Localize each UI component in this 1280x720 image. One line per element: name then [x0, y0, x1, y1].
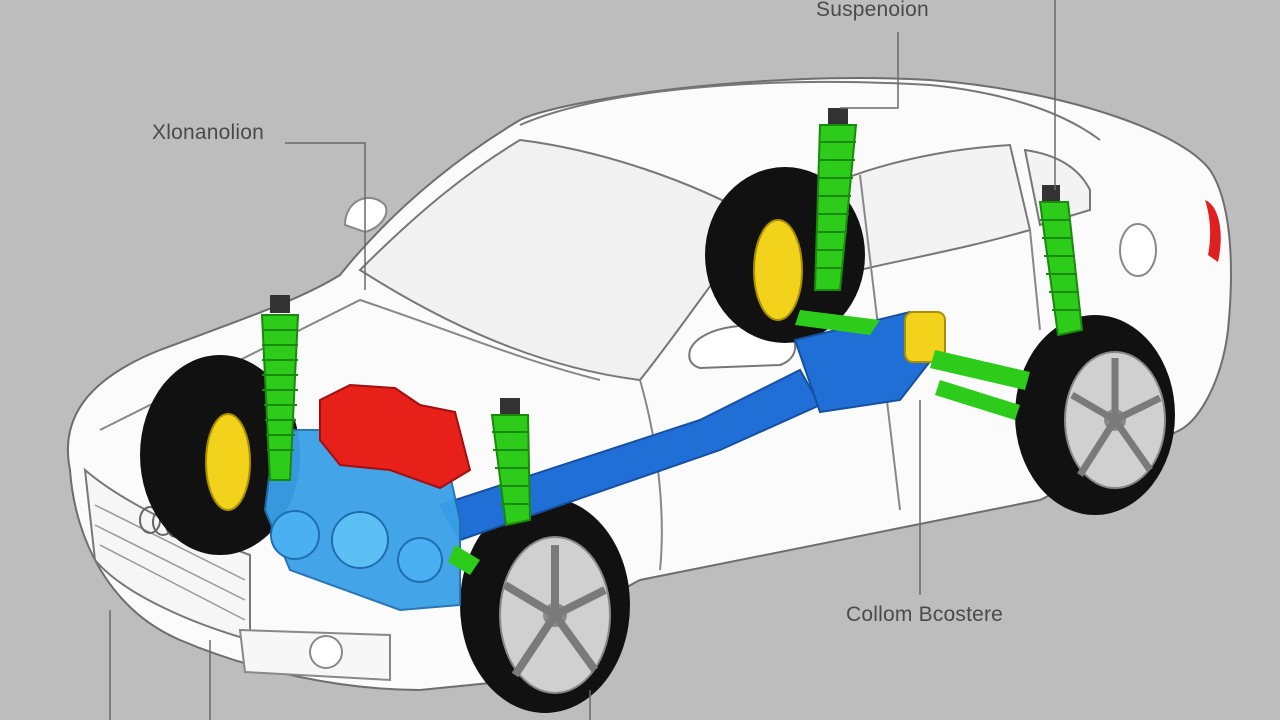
leader-lines — [109, 0, 1056, 720]
rear-right-wheel — [1015, 315, 1175, 515]
front-left-wheel — [140, 355, 300, 555]
bottom-callout-label: Collom Bcostere — [846, 603, 1004, 626]
rear-left-suspension-spring — [795, 108, 880, 335]
front-right-wheel — [460, 497, 630, 713]
front-left-suspension-spring — [260, 295, 300, 481]
engine-head — [319, 383, 472, 490]
front-right-suspension-spring — [448, 398, 532, 575]
left-callout-label: Xlonanolion — [152, 121, 264, 144]
suspension-label: Suspenoion — [816, 0, 929, 21]
drive-shaft — [438, 310, 946, 542]
rear-right-suspension-spring — [930, 185, 1084, 420]
